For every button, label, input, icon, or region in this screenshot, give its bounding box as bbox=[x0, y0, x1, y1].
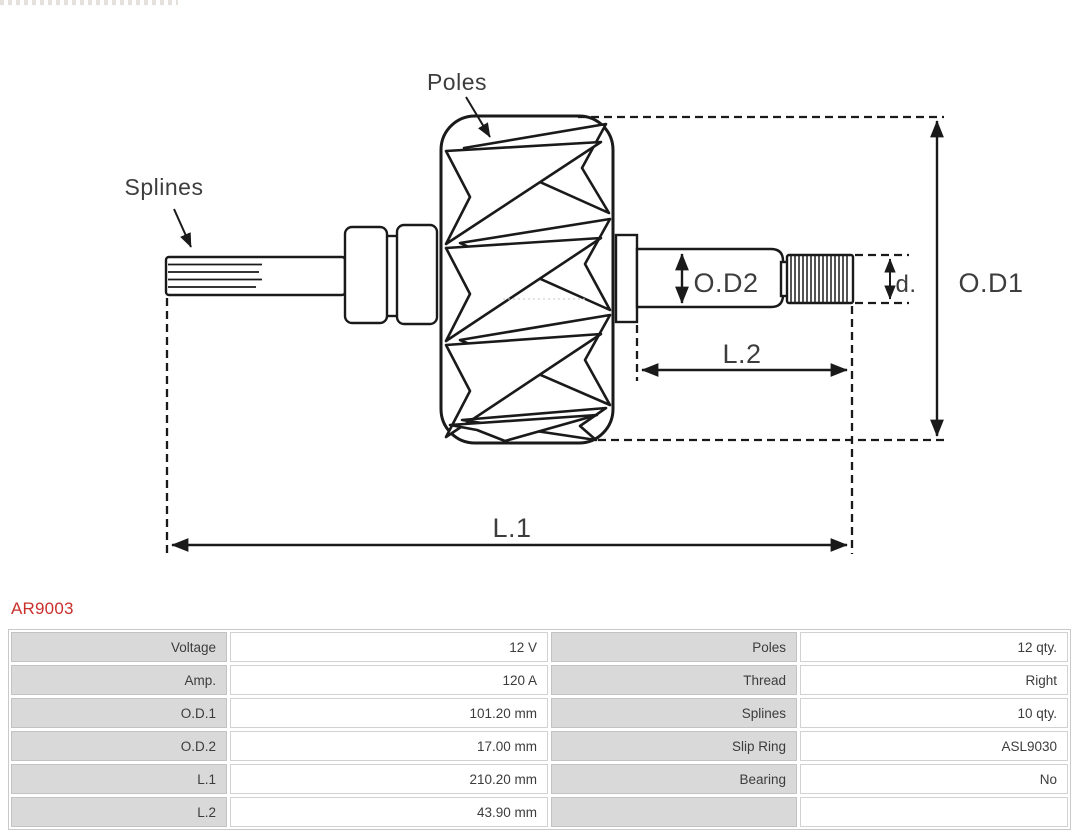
threaded-shaft bbox=[614, 233, 855, 324]
shaft-collar-1 bbox=[343, 225, 389, 325]
diagram-labels: Poles Splines O.D2 L.2 d. O.D1 L.1 bbox=[125, 69, 1023, 543]
spec-value: 120 A bbox=[230, 665, 548, 695]
od2-label: O.D2 bbox=[693, 268, 758, 298]
spec-value: 101.20 mm bbox=[230, 698, 548, 728]
spec-value: 43.90 mm bbox=[230, 797, 548, 827]
corner-artifact bbox=[0, 0, 178, 5]
spec-label bbox=[551, 797, 797, 827]
spec-label: Splines bbox=[551, 698, 797, 728]
spec-value: 12 V bbox=[230, 632, 548, 662]
part-number: AR9003 bbox=[11, 599, 74, 618]
claw-poles bbox=[444, 122, 612, 443]
l2-label: L.2 bbox=[722, 339, 761, 369]
spec-label: L.2 bbox=[11, 797, 227, 827]
spec-label: Thread bbox=[551, 665, 797, 695]
spec-value: ASL9030 bbox=[800, 731, 1068, 761]
d-label: d. bbox=[895, 271, 916, 298]
spec-value: 17.00 mm bbox=[230, 731, 548, 761]
od1-label: O.D1 bbox=[958, 268, 1023, 298]
rotor-technical-drawing: Poles Splines O.D2 L.2 d. O.D1 L.1 bbox=[125, 69, 1023, 554]
spec-label: O.D.1 bbox=[11, 698, 227, 728]
shaft-collar-2 bbox=[395, 223, 439, 326]
spec-table: Voltage 12 V Poles 12 qty. Amp. 120 A Th… bbox=[8, 629, 1071, 830]
spec-label: L.1 bbox=[11, 764, 227, 794]
spline-hatch bbox=[168, 263, 262, 288]
spec-label: Poles bbox=[551, 632, 797, 662]
spec-label: Bearing bbox=[551, 764, 797, 794]
spline-shaft bbox=[164, 223, 439, 326]
spec-value: 12 qty. bbox=[800, 632, 1068, 662]
poles-pointer-arrow bbox=[465, 96, 491, 138]
spec-value bbox=[800, 797, 1068, 827]
rotor-body bbox=[439, 114, 615, 445]
spec-label: Slip Ring bbox=[551, 731, 797, 761]
thread-hatch bbox=[790, 256, 848, 302]
dimension-arrows bbox=[171, 96, 944, 552]
spec-label: Voltage bbox=[11, 632, 227, 662]
spec-value: Right bbox=[800, 665, 1068, 695]
splines-label: Splines bbox=[125, 174, 204, 200]
spec-value: 10 qty. bbox=[800, 698, 1068, 728]
splines-pointer-arrow bbox=[173, 208, 192, 248]
spec-value: No bbox=[800, 764, 1068, 794]
shaft-spacer bbox=[614, 233, 639, 324]
l1-label: L.1 bbox=[492, 513, 531, 543]
extension-lines bbox=[165, 115, 944, 554]
spec-label: O.D.2 bbox=[11, 731, 227, 761]
poles-label: Poles bbox=[427, 69, 487, 95]
spec-value: 210.20 mm bbox=[230, 764, 548, 794]
spec-label: Amp. bbox=[11, 665, 227, 695]
